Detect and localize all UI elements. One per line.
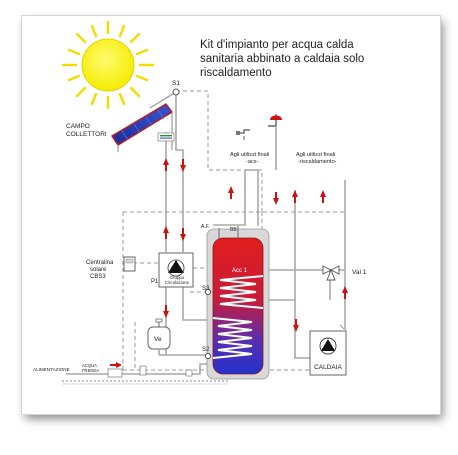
sensor-s1-icon xyxy=(172,88,180,96)
label-campo-1: CAMPO xyxy=(66,123,90,130)
solar-circulation-group: Gruppo Circolazione xyxy=(158,252,194,288)
label-s2: S2 xyxy=(202,347,210,353)
arrow-up-icon xyxy=(292,190,298,203)
label-acqua-1: ACQUA xyxy=(82,363,97,368)
label-bb: BB xyxy=(230,227,237,233)
label-centralina-2: solare xyxy=(90,267,107,273)
label-ve: Ve xyxy=(154,336,162,343)
arrow-up-icon xyxy=(228,186,234,199)
arrow-up-icon xyxy=(163,158,169,171)
arrow-right-icon xyxy=(110,362,122,368)
label-utilizzi-acs-2: -acs- xyxy=(246,159,259,165)
label-alimentazione: ALIMENTAZIONE xyxy=(33,367,70,372)
label-acc1: Acc 1 xyxy=(232,268,248,274)
title-line-2: sanitaria abbinato a caldaia solo xyxy=(200,53,364,65)
storage-tank xyxy=(206,226,270,380)
label-utilizzi-risc-1: Agli utilizzi finali xyxy=(296,152,335,158)
cold-water-feed xyxy=(62,365,228,382)
shower-outlet-icon xyxy=(268,114,282,170)
label-centralina-1: Centralina xyxy=(86,260,114,266)
arrow-down-icon xyxy=(273,192,279,205)
flow-arrows xyxy=(110,158,348,368)
label-s3: S3 xyxy=(202,286,210,292)
label-acqua-2: FREDDA xyxy=(82,368,99,373)
label-gruppo-2: Circolazione xyxy=(165,280,190,285)
arrow-down-icon xyxy=(180,159,186,172)
title: Kit d'impianto per acqua calda sanitaria… xyxy=(200,39,364,79)
label-s1: S1 xyxy=(172,80,180,87)
solar-collector xyxy=(111,103,174,152)
expansion-vessel xyxy=(147,318,171,356)
label-utilizzi-acs-1: Agli utilizzi finali xyxy=(230,152,269,158)
label-p1: P1 xyxy=(151,279,159,285)
pipes xyxy=(66,91,346,375)
title-line-1: Kit d'impianto per acqua calda xyxy=(200,39,354,51)
collector-logo xyxy=(157,132,175,142)
sensor-s3-icon xyxy=(204,288,212,296)
arrow-down-icon xyxy=(163,305,169,318)
label-centralina-3: CBS3 xyxy=(90,274,106,280)
label-caldaia: CALDAIA xyxy=(314,364,342,371)
sun-icon xyxy=(61,20,155,110)
arrow-up-icon xyxy=(163,226,169,239)
solar-controller xyxy=(123,256,136,272)
arrow-down-icon xyxy=(293,319,299,332)
arrow-down-icon xyxy=(180,228,186,241)
acs-tap-icon xyxy=(236,129,250,140)
title-line-3: riscaldamento xyxy=(200,67,272,79)
boiler xyxy=(309,324,347,376)
valve-val1-icon xyxy=(322,265,340,281)
label-val1: Val 1 xyxy=(352,269,367,276)
arrow-up-icon xyxy=(342,286,348,299)
label-campo-2: COLLETTORI xyxy=(66,131,107,138)
arrow-up-icon xyxy=(320,190,326,203)
label-utilizzi-risc-2: -riscaldamento- xyxy=(298,159,337,165)
label-gruppo-1: Gruppo xyxy=(170,275,185,280)
sensor-s2-icon xyxy=(204,352,212,360)
label-af: A.F. xyxy=(201,224,210,230)
